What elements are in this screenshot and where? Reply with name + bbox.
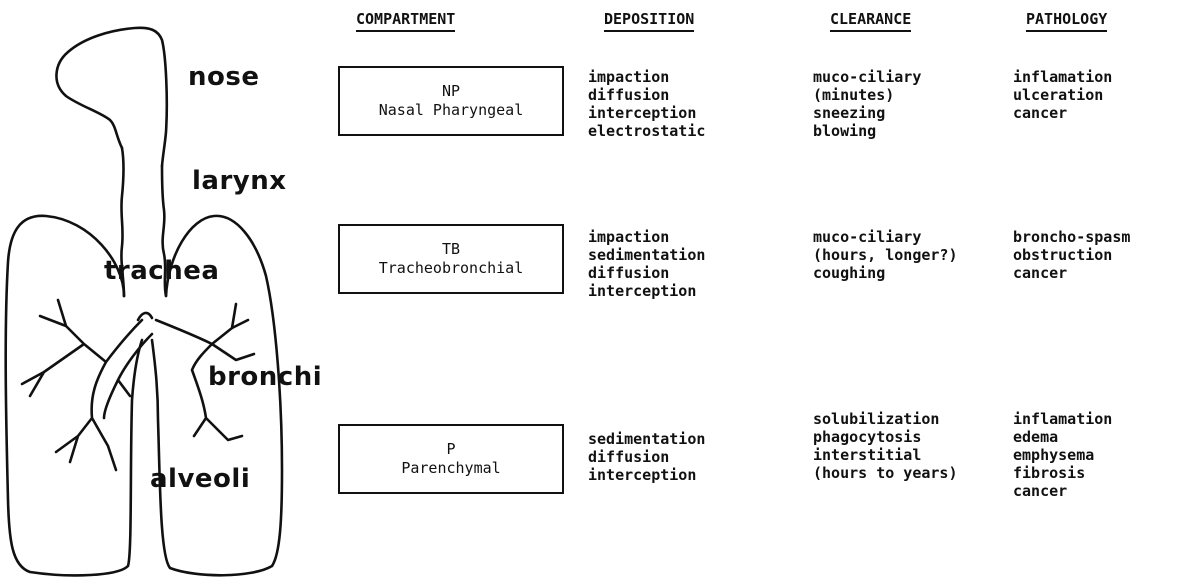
deposition-item: electrostatic — [588, 122, 706, 140]
deposition-item: impaction — [588, 68, 670, 86]
clearance-list-p: solubilization phagocytosis interstitial… — [813, 410, 958, 482]
pathology-item: edema — [1013, 428, 1059, 446]
clearance-list-np: muco-ciliary (minutes) sneezing blowing — [813, 68, 921, 140]
deposition-item: impaction — [588, 228, 670, 246]
respiratory-tract-drawing — [4, 26, 284, 577]
clearance-item: sneezing — [813, 104, 886, 122]
label-larynx: larynx — [192, 166, 287, 196]
clearance-item: coughing — [813, 264, 886, 282]
pathology-item: obstruction — [1013, 246, 1113, 264]
compartment-box-p: P Parenchymal — [338, 424, 564, 494]
compartment-name: Nasal Pharyngeal — [378, 101, 524, 119]
pathology-item: inflamation — [1013, 410, 1113, 428]
right-lung-outline — [150, 214, 284, 577]
clearance-item: blowing — [813, 122, 877, 140]
pathology-item: broncho-spasm — [1013, 228, 1131, 246]
pathology-item: inflamation — [1013, 68, 1113, 86]
clearance-item: (hours, longer?) — [813, 246, 958, 264]
compartment-box-np: NP Nasal Pharyngeal — [338, 66, 564, 136]
pathology-list-tb: broncho-spasm obstruction cancer — [1013, 228, 1130, 282]
left-bronchi-inner — [102, 332, 154, 420]
clearance-item: (minutes) — [813, 86, 895, 104]
deposition-item: interception — [588, 104, 697, 122]
compartment-abbr: TB — [441, 240, 461, 258]
compartment-abbr: P — [446, 440, 456, 458]
label-nose: nose — [188, 62, 260, 92]
pathology-list-p: inflamation edema emphysema fibrosis can… — [1013, 410, 1112, 500]
deposition-item: interception — [588, 466, 697, 484]
carina — [136, 311, 154, 322]
nasal-cavity-outline — [55, 26, 169, 168]
left-lung-outline — [4, 214, 144, 577]
airway-left-wall — [120, 146, 126, 298]
deposition-list-tb: impaction sedimentation diffusion interc… — [588, 228, 705, 300]
deposition-item: diffusion — [588, 86, 670, 104]
pathology-item: cancer — [1013, 104, 1068, 122]
pathology-item: emphysema — [1013, 446, 1095, 464]
clearance-item: interstitial — [813, 446, 922, 464]
compartment-box-tb: TB Tracheobronchial — [338, 224, 564, 294]
header-compartment: COMPARTMENT — [356, 10, 456, 32]
header-deposition: DEPOSITION — [604, 10, 695, 32]
label-trachea: trachea — [104, 256, 220, 286]
clearance-list-tb: muco-ciliary (hours, longer?) coughing — [813, 228, 958, 282]
clearance-item: (hours to years) — [813, 464, 958, 482]
label-alveoli: alveoli — [150, 464, 251, 494]
deposition-item: diffusion — [588, 264, 670, 282]
clearance-item: solubilization — [813, 410, 940, 428]
compartment-name: Tracheobronchial — [378, 259, 524, 277]
compartment-abbr: NP — [441, 82, 461, 100]
pathology-item: ulceration — [1013, 86, 1104, 104]
compartment-name: Parenchymal — [401, 459, 501, 477]
deposition-item: sedimentation — [588, 246, 706, 264]
header-clearance: CLEARANCE — [830, 10, 912, 32]
deposition-list-np: impaction diffusion interception electro… — [588, 68, 705, 140]
clearance-item: muco-ciliary — [813, 228, 922, 246]
clearance-item: phagocytosis — [813, 428, 922, 446]
pathology-item: cancer — [1013, 482, 1068, 500]
pathology-item: cancer — [1013, 264, 1068, 282]
clearance-item: muco-ciliary — [813, 68, 922, 86]
label-bronchi: bronchi — [208, 362, 323, 392]
deposition-item: diffusion — [588, 448, 670, 466]
deposition-item: interception — [588, 282, 697, 300]
deposition-item: sedimentation — [588, 430, 706, 448]
left-bronchi — [20, 298, 144, 472]
airway-right-wall — [160, 164, 168, 298]
right-bronchi — [154, 302, 256, 442]
pathology-list-np: inflamation ulceration cancer — [1013, 68, 1112, 122]
pathology-item: fibrosis — [1013, 464, 1086, 482]
deposition-list-p: sedimentation diffusion interception — [588, 430, 705, 484]
header-pathology: PATHOLOGY — [1026, 10, 1108, 32]
